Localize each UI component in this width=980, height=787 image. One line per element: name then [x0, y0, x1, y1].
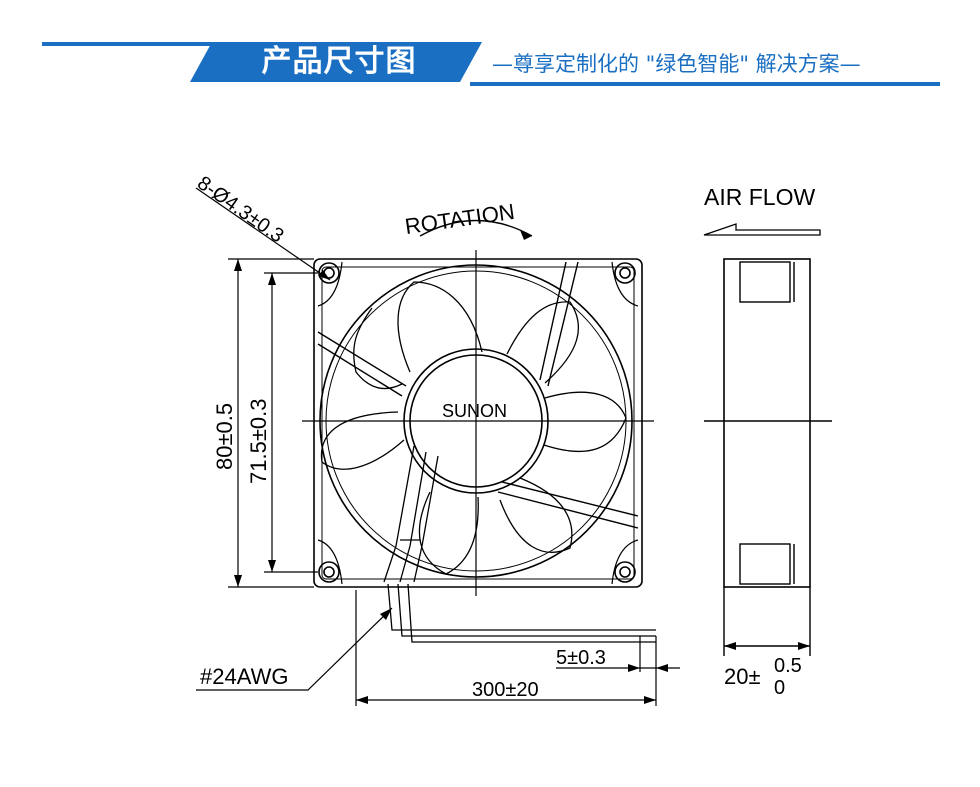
- lead-length-label: 300±20: [472, 679, 539, 701]
- lead-wires: [387, 583, 656, 643]
- fan-frame-outline: [313, 258, 643, 588]
- frame-corner-gussets: [317, 261, 639, 585]
- page-title: 产品尺寸图: [261, 44, 417, 79]
- wire-channel: [383, 445, 439, 583]
- airflow-arrow-icon: [703, 223, 821, 236]
- page-subtitle: —尊享定制化的 "绿色智能" 解决方案—: [492, 52, 861, 76]
- thickness-lower-tolerance: 0: [774, 677, 785, 699]
- front-centerlines: [302, 250, 654, 596]
- thickness-label: 20±: [724, 664, 761, 689]
- side-view-details: [704, 261, 832, 656]
- header-rule-left: [42, 42, 212, 46]
- fan-spokes: [317, 261, 639, 529]
- dim-outer-label: 80±0.5: [212, 403, 237, 470]
- dim-outer-lines: [228, 258, 318, 588]
- dimension-arrowheads: [234, 230, 810, 704]
- thickness-upper-tolerance: 0.5: [774, 655, 802, 677]
- fan-blades: [320, 281, 627, 575]
- side-view-body: [723, 258, 811, 588]
- fan-frame-inner: [321, 266, 635, 580]
- header-rule-right: [470, 82, 940, 86]
- wire-gauge-label: #24AWG: [200, 664, 288, 689]
- dim-holes-label: 71.5±0.3: [246, 399, 271, 484]
- page-header: 产品尺寸图 —尊享定制化的 "绿色智能" 解决方案—: [0, 0, 980, 110]
- hole-spec-label: 8-Ø4.3±0.3: [193, 172, 287, 247]
- strip-length-label: 5±0.3: [556, 647, 606, 669]
- mounting-holes: [318, 262, 636, 583]
- rotation-arc: [419, 219, 533, 237]
- rotation-label: ROTATION: [403, 199, 516, 239]
- hole-spec-leader: [195, 187, 331, 281]
- airflow-label: AIR FLOW: [704, 184, 815, 210]
- header-title-tab: [190, 42, 482, 82]
- brand-label: SUNON: [442, 401, 507, 421]
- wire-gauge-leader: [196, 607, 393, 691]
